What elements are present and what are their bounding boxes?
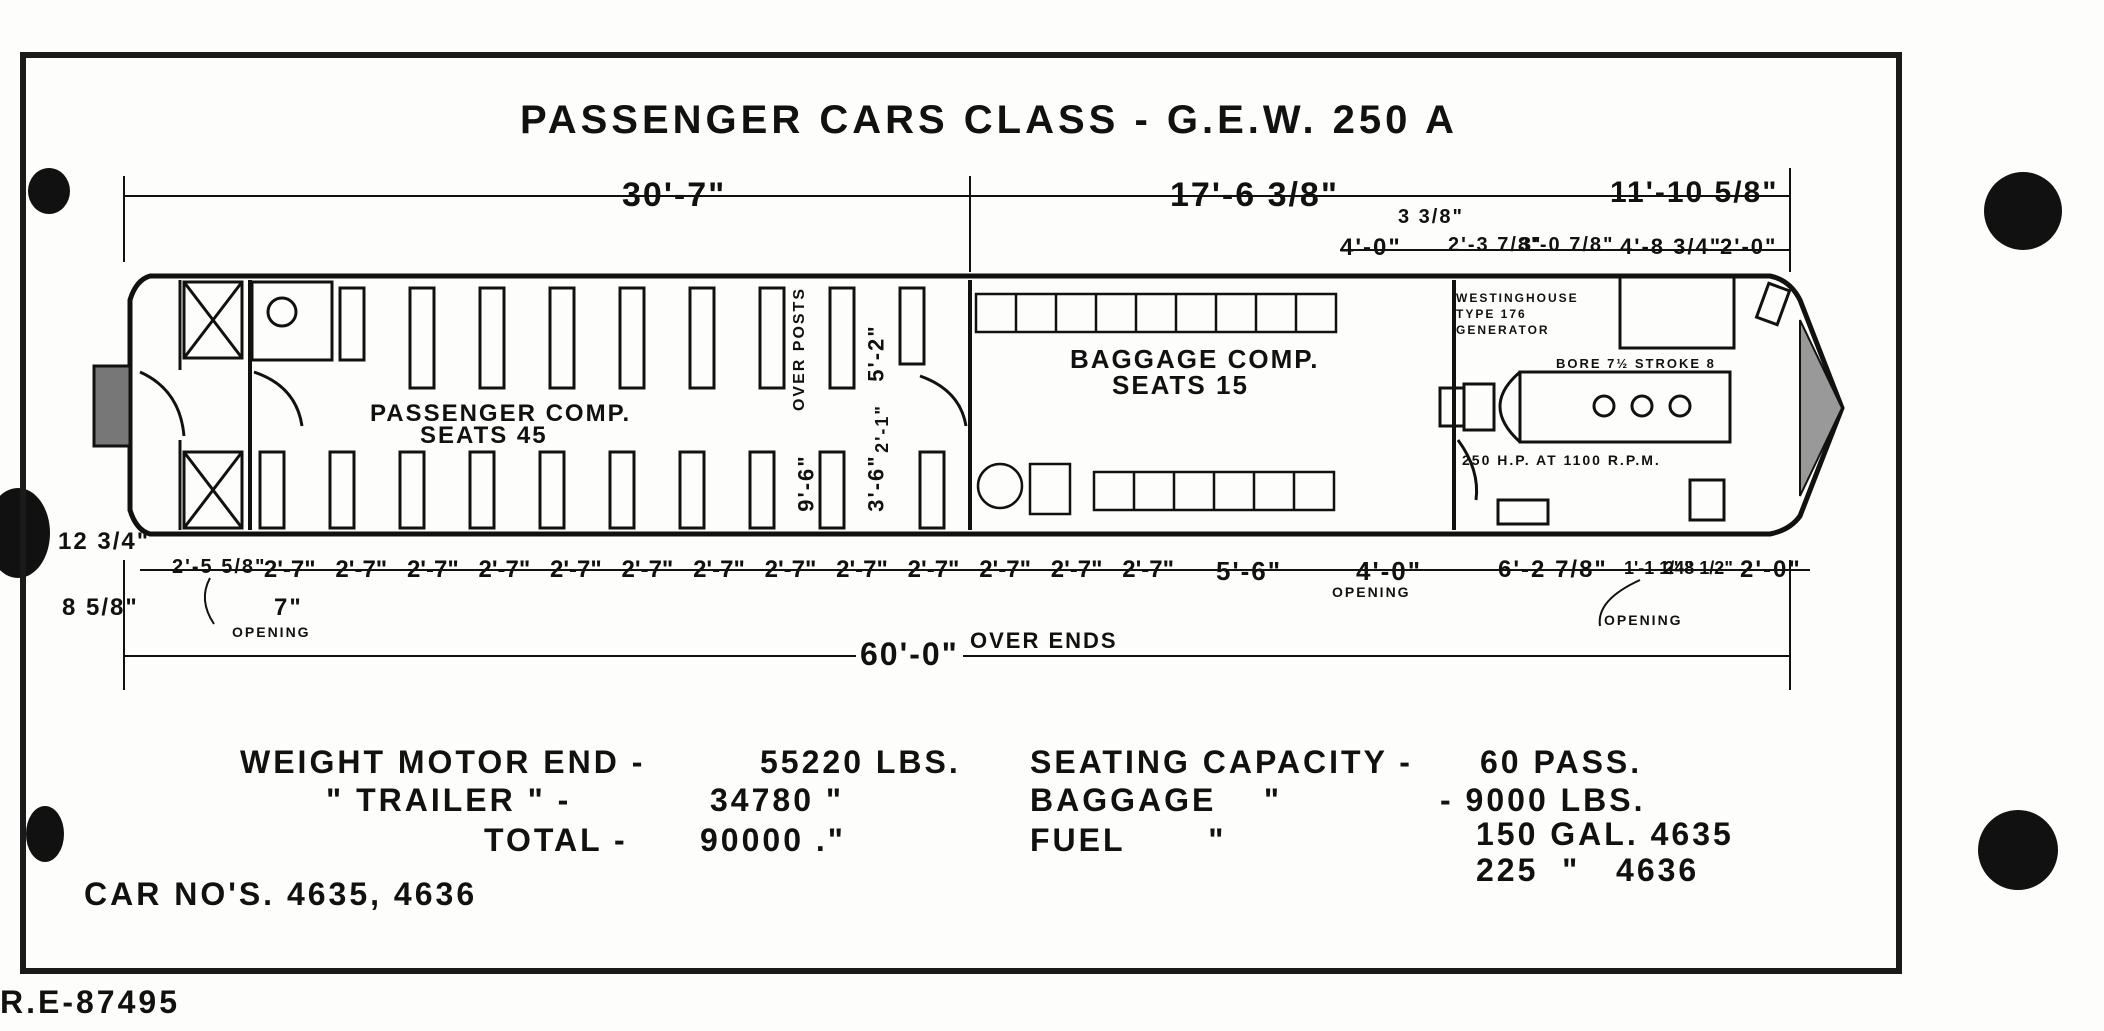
bay-dim: 2'-7" (979, 556, 1031, 583)
seat-dim-v1: 9'-6" (793, 454, 819, 512)
dim-d3: 2'-3 7/8" (1448, 234, 1543, 256)
punch-hole (1984, 172, 2062, 250)
dim-opening-center: OPENING (1332, 584, 1411, 600)
car-numbers: CAR NO'S. 4635, 4636 (84, 876, 478, 912)
fuel-value-1: 150 GAL. 4635 (1476, 816, 1734, 852)
dim-left-8: 8 5/8" (62, 594, 139, 621)
dim-overall-note: OVER ENDS (970, 628, 1118, 653)
bay-dim: 2'-7" (335, 556, 388, 583)
bay-dim: 2'-7" (1122, 556, 1175, 583)
dim-opening-left: OPENING (232, 624, 311, 640)
engine (1438, 274, 1792, 526)
drawing-number: R.E-87495 (0, 984, 180, 1020)
seat-dim-aisle: 5'-2" (863, 324, 889, 382)
bay-dim: 2'-7" (478, 556, 531, 583)
drawing-title: PASSENGER CARS CLASS - G.E.W. 250 A (520, 98, 1458, 142)
dim-overall: 60'-0" (856, 636, 963, 673)
weight-total-label: TOTAL - (484, 822, 628, 858)
dim-6-2: 6'-2 7/8" (1498, 556, 1608, 583)
bay-dim: 2'-7" (550, 556, 602, 583)
weight-motor-label: WEIGHT MOTOR END - (240, 744, 646, 780)
passenger-seats-label: SEATS 45 (420, 422, 548, 449)
dim-door-opening: 4'-0" (1356, 556, 1423, 586)
fuel-value-2: 225 " 4636 (1476, 852, 1700, 888)
weight-trailer-value: 34780 " (710, 782, 845, 818)
dim-left-12: 12 3/4" (58, 528, 151, 555)
dim-2-0: 2'-0" (1740, 556, 1802, 583)
dim-small: 7" (274, 594, 303, 621)
bay-dim: 2'-7" (907, 556, 960, 583)
generator-label: WESTINGHOUSE TYPE 176 GENERATOR (1456, 291, 1579, 337)
dim-d4: 3'-0 7/8" (1520, 234, 1615, 256)
dim-engine-length: 11'-10 5/8" (1610, 176, 1779, 209)
dim-d5: 4'-8 3/4" (1620, 234, 1723, 259)
seat-dim-v2: 3'-6" (863, 454, 889, 512)
dim-baggage-length: 17'-6 3/8" (1170, 176, 1339, 214)
dim-1-1: 1'-1 1/4" (1624, 558, 1693, 578)
bay-dim: 2'-7" (263, 556, 316, 583)
passenger-seats (258, 286, 946, 530)
bay-dim: 2'-7" (693, 556, 745, 583)
baggage-seats-label: SEATS 15 (1112, 370, 1249, 400)
dim-2-8: 2'-8 1/2" (1664, 558, 1733, 578)
bay-dim: 2'-7" (621, 556, 674, 583)
engine-bore-label: BORE 7½ STROKE 8 (1556, 356, 1716, 371)
dim-5-6: 5'-6" (1216, 556, 1283, 586)
seating-capacity-value: 60 PASS. (1480, 744, 1643, 780)
baggage-capacity-label: BAGGAGE " (1030, 782, 1283, 818)
seat-dim-v3: 2'-1" (871, 404, 892, 453)
bay-dim: 2'-7" (836, 556, 888, 583)
dim-opening-right: OPENING (1604, 612, 1683, 628)
weight-motor-value: 55220 LBS. (760, 744, 961, 780)
drawing-border (20, 52, 1902, 974)
dim-d6: 2'-0" (1720, 234, 1778, 259)
bay-dim: 2'-7" (406, 556, 459, 583)
baggage-capacity-value: - 9000 LBS. (1440, 782, 1646, 818)
seating-capacity-label: SEATING CAPACITY - (1030, 744, 1413, 780)
dim-d1: 4'-0" (1340, 234, 1402, 261)
bay-dim: 2'-7" (764, 556, 817, 583)
weight-trailer-label: " TRAILER " - (326, 782, 572, 818)
baggage-comp-label: BAGGAGE COMP. (1070, 344, 1320, 374)
punch-hole (26, 806, 64, 862)
radiator-grille (1799, 319, 1844, 497)
bay-dimensions: 2'-7" 2'-7" 2'-7" 2'-7" 2'-7" 2'-7" 2'-7… (254, 556, 1184, 584)
dim-first: 2'-5 5/8" (172, 556, 267, 578)
punch-hole (1978, 810, 2058, 890)
bay-dim: 2'-7" (1050, 556, 1103, 583)
weight-total-value: 90000 ." (700, 822, 846, 858)
passenger-comp-label: PASSENGER COMP. (370, 400, 632, 427)
baggage-seats (974, 292, 1338, 516)
dim-passenger-length: 30'-7" (622, 176, 727, 214)
dim-d2: 3 3/8" (1398, 206, 1464, 228)
punch-hole (28, 168, 70, 214)
over-posts-label: OVER POSTS (791, 286, 809, 412)
engine-power-label: 250 H.P. AT 1100 R.P.M. (1462, 452, 1661, 468)
fuel-label: FUEL " (1030, 822, 1227, 858)
